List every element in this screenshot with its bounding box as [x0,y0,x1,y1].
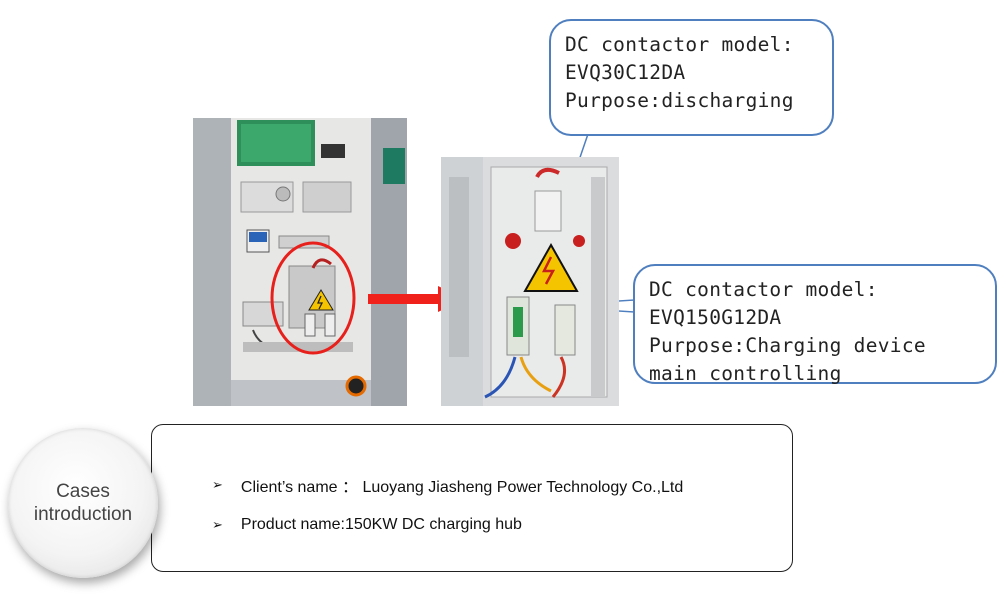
contactor-photo-closeup [441,157,619,406]
callout-top-model-value: EVQ30C12DA [565,61,686,84]
callout-bottom-model-label: DC contactor model: [649,278,878,301]
badge-line-1: Cases [56,481,110,502]
cabinet-photo-overview [193,118,407,406]
product-name-text: Product name:150KW DC charging hub [240,516,522,533]
red-arrow-icon [368,286,465,312]
client-name-item: ➢ Client’s name ： Luoyang Jiasheng Power… [212,473,683,497]
badge-line-2: introduction [33,504,133,525]
cases-introduction-badge: Cases introduction [8,428,158,578]
arrow-bullet-icon: ➢ [212,517,223,532]
callout-bottom-purpose-cont: main controlling [649,362,842,385]
callout-top-purpose: Purpose:discharging [565,89,794,112]
callout-bottom-model-value: EVQ150G12DA [649,306,782,329]
case-info-box: ➢ Client’s name ： Luoyang Jiasheng Power… [151,424,793,572]
callout-discharge-contactor: DC contactor model: EVQ30C12DA Purpose:d… [549,19,834,136]
arrow-bullet-icon: ➢ [212,477,223,492]
callout-main-contactor: DC contactor model: EVQ150G12DA Purpose:… [633,264,997,385]
callout-bottom-purpose: Purpose:Charging device [649,334,926,357]
client-name-text: Client’s name ： Luoyang Jiasheng Power T… [240,479,684,496]
callout-top-model-label: DC contactor model: [565,33,794,56]
product-name-item: ➢ Product name:150KW DC charging hub [212,516,522,534]
